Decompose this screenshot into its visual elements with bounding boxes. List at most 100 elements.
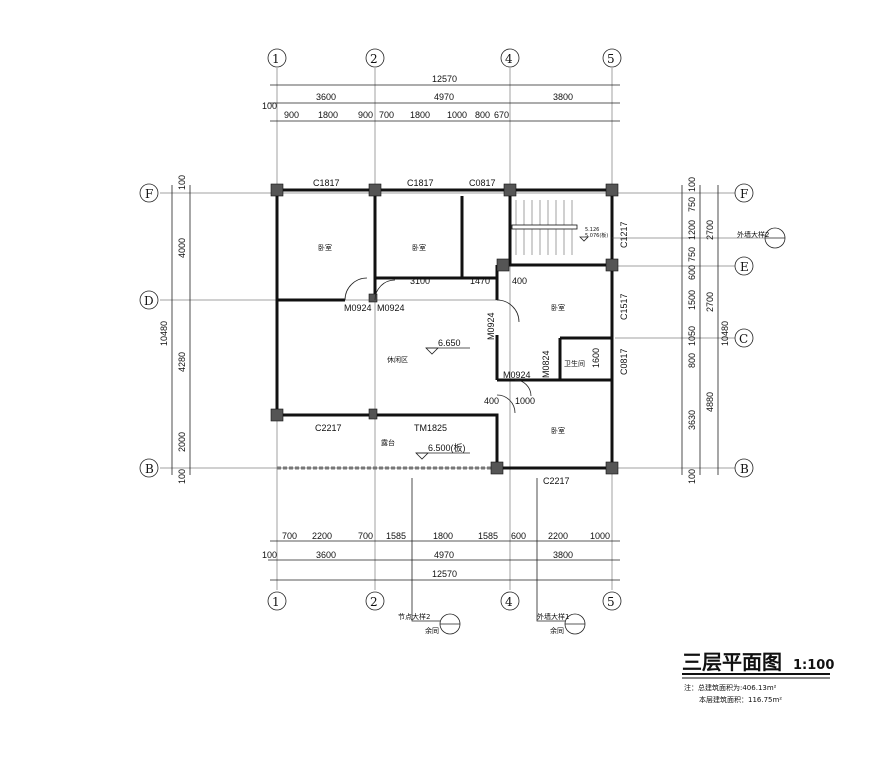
window-label: C2217 [543,476,570,486]
dim-text: 1200 [687,220,697,240]
dim-text: 600 [511,531,526,541]
dim-text: 4970 [434,550,454,560]
axis-label: 4 [505,595,513,609]
dim-text: 670 [494,110,509,120]
detail-label: 节点大样2 [398,612,430,621]
dim-text: 700 [379,110,394,120]
dim-text: 2000 [177,432,187,452]
dim-text: 10480 [720,321,730,346]
axis-bubbles: 1 2 4 5 1 2 4 5 F D B F E C B [139,48,754,611]
axis-label: 2 [370,52,378,66]
axis-label: 4 [505,52,513,66]
door-label: M0924 [486,312,496,340]
dim-text: 100 [177,175,187,190]
room-label: 卧室 [551,303,565,312]
dim-text: 3600 [316,92,336,102]
dim-text: 2700 [705,292,715,312]
dim-text: 1470 [470,276,490,286]
detail-label: 外墙大样2 [737,230,769,239]
room-label: 露台 [381,438,395,447]
axis-label: 5 [607,595,615,609]
axis-label: C [739,332,748,346]
axis-label: E [740,260,749,274]
window-label: C0817 [619,348,629,375]
dim-text: 750 [687,247,697,262]
room-label: 卫生间 [564,359,585,368]
dim-text: 4970 [434,92,454,102]
dim-text: 12570 [432,569,457,579]
dim-text: 100 [687,469,697,484]
dim-text: 900 [284,110,299,120]
detail-sub: 余同 [550,626,564,635]
axis-label: 2 [370,595,378,609]
dim-text: 1000 [590,531,610,541]
dim-text: 1000 [447,110,467,120]
door-labels: M0924 M0924 M0924 M0924 M0824 [344,303,551,380]
door-label: M0824 [541,350,551,378]
dim-text: 4280 [177,352,187,372]
room-label: 卧室 [412,243,426,252]
dim-text: 100 [177,469,187,484]
axis-label: D [144,294,154,308]
dim-text: 1800 [433,531,453,541]
window-labels: C1817 C1817 C0817 C1217 C1517 C0817 C221… [313,178,629,486]
stairs [511,200,578,255]
elevation-text: 5.126 [585,227,599,233]
drawing-scale: 1:100 [793,658,834,673]
dim-text: 3600 [316,550,336,560]
dim-text: 3100 [410,276,430,286]
dim-text: 3800 [553,92,573,102]
elevation-marks: 6.650 6.500(板) 5.126 5.076(板) [415,227,608,460]
room-label: 休闲区 [387,355,408,364]
dim-text: 1000 [515,396,535,406]
dim-text: 100 [687,177,697,192]
window-label: C2217 [315,423,342,433]
dim-text: 1600 [591,348,601,368]
window-label: C1817 [313,178,340,188]
elevation-text: 5.076(板) [585,232,608,239]
door-label: M0924 [377,303,405,313]
right-dimensions: 100 750 1200 750 600 1500 1050 800 3630 … [687,177,730,484]
door-swings [344,277,532,414]
dim-text: 100 [262,101,277,111]
dim-text: 400 [484,396,499,406]
room-label: 卧室 [551,426,565,435]
dim-text: 4000 [177,238,187,258]
dim-text: 1800 [410,110,430,120]
bottom-dimensions: 700 2200 700 1585 1800 1585 600 2200 100… [262,531,610,579]
axis-label: 5 [607,52,615,66]
room-label: 卧室 [318,243,332,252]
axis-label: 1 [272,595,280,609]
dim-text: 3800 [553,550,573,560]
dim-text: 12570 [432,74,457,84]
drawing-title: 三层平面图 [682,650,782,674]
window-label: TM1825 [414,423,447,433]
left-dimensions: 100 4000 4280 2000 100 10480 [159,175,187,484]
dimension-lines [171,84,719,581]
window-label: C1217 [619,221,629,248]
detail-references: 外墙大样2 节点大样2 余同 外墙大样1 余同 [398,227,786,635]
door-label: M0924 [503,370,531,380]
axis-label: B [740,462,749,476]
inner-dimensions: 3100 1470 400 400 1000 1600 [410,276,601,406]
dim-text: 750 [687,197,697,212]
note-text: 本层建筑面积：116.75m² [699,695,782,704]
dim-text: 600 [687,265,697,280]
dim-text: 1585 [478,531,498,541]
axis-label: F [145,187,153,201]
axis-label: 1 [272,52,280,66]
note-text: 注：总建筑面积为:406.13m² [684,683,777,692]
dim-text: 2200 [548,531,568,541]
dim-text: 1050 [687,326,697,346]
dim-text: 1800 [318,110,338,120]
top-dimensions: 12570 100 3600 4970 3800 900 1800 900 70… [262,74,573,120]
dim-text: 800 [687,353,697,368]
detail-label: 外墙大样1 [537,612,569,621]
dim-text: 100 [262,550,277,560]
axis-label: B [145,462,154,476]
door-label: M0924 [344,303,372,313]
dim-text: 800 [475,110,490,120]
dim-text: 700 [358,531,373,541]
elevation-text: 6.650 [438,338,461,348]
